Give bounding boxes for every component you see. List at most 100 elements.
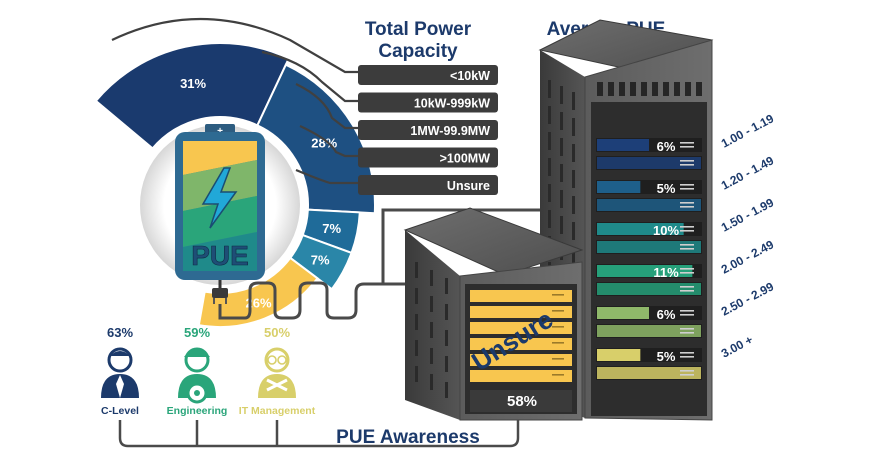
vent-slot [548, 80, 551, 98]
donut-slice-label: 7% [311, 252, 330, 267]
executive-icon [101, 347, 139, 398]
pue-bar [597, 367, 701, 379]
vent-slot [445, 304, 448, 320]
vent-slot [445, 356, 448, 372]
vent-slot [572, 196, 575, 214]
vent-slot [572, 118, 575, 136]
vent-slot [445, 278, 448, 294]
pue-slot-handle [680, 268, 694, 270]
pue-slot-handle [680, 188, 694, 190]
vent-slot [674, 82, 680, 96]
pue-slot-handle [680, 290, 694, 292]
vent-slot [560, 164, 563, 182]
pue-range-labels: 1.00 - 1.191.20 - 1.491.50 - 1.992.00 - … [719, 111, 777, 360]
capacity-tag-label: 1MW-99.9MW [410, 124, 490, 138]
vent-slot [430, 270, 433, 286]
pue-range-label: 1.20 - 1.49 [719, 153, 777, 192]
pue-slot-handle [680, 206, 694, 208]
unsure-slot [470, 354, 572, 366]
awareness-role: 59% Engineering [167, 325, 228, 417]
pue-slot-handle [680, 314, 694, 316]
capacity-tag-label: <10kW [450, 69, 490, 83]
pue-slot-handle [680, 142, 694, 144]
unsure-slots [470, 290, 572, 412]
vent-slot [445, 330, 448, 346]
capacity-tag-label: >100MW [440, 152, 491, 166]
vent-slot [415, 340, 418, 356]
awareness-role: 50%IT Management [239, 325, 316, 417]
pue-slot-handle [680, 230, 694, 232]
donut-slice-label: 31% [180, 76, 206, 91]
battery-icon: + PUE [175, 124, 265, 280]
pue-range-label: 2.00 - 2.49 [719, 237, 777, 276]
vent-slot [430, 296, 433, 312]
pue-slot-handle [680, 202, 694, 204]
awareness-connector [118, 420, 520, 448]
unsure-slot [470, 322, 572, 334]
vent-slot [430, 348, 433, 364]
pue-bar [597, 349, 641, 361]
pue-bar [597, 139, 649, 151]
unsure-value: 58% [507, 393, 537, 410]
unsure-slot [470, 370, 572, 382]
pue-slot-handle [680, 184, 694, 186]
pue-range-label: 2.50 - 2.99 [719, 279, 777, 318]
engineer-icon [178, 347, 216, 404]
pue-range-label: 3.00 + [719, 332, 755, 360]
pue-bar [597, 241, 701, 253]
vent-slot [685, 82, 691, 96]
awareness-value: 59% [184, 325, 210, 340]
pue-slot-handle [680, 310, 694, 312]
vent-slot [560, 112, 563, 130]
pue-slot-handle [680, 160, 694, 162]
vent-slot [430, 322, 433, 338]
vent-slot [608, 82, 614, 96]
power-capacity-donut-labels: 31%28%7%7%26% [180, 76, 341, 311]
pue-bar [597, 307, 649, 319]
pue-slot-handle [680, 352, 694, 354]
pue-bar [597, 283, 701, 295]
pue-awareness-title: PUE Awareness [336, 427, 480, 448]
unsure-slot [470, 306, 572, 318]
pue-slot-handle [680, 374, 694, 376]
svg-text:+: + [217, 126, 223, 137]
vent-slot [641, 82, 647, 96]
unsure-slot-handle [552, 326, 564, 328]
power-capacity-donut [94, 42, 376, 328]
pue-range-label: 1.50 - 1.99 [719, 195, 777, 234]
capacity-tag [358, 92, 498, 113]
average-pue-bars: 6%5%10%11%6%5% [596, 138, 702, 380]
vent-slot [548, 184, 551, 202]
pue-slot-handle [680, 146, 694, 148]
vent-slot [560, 190, 563, 208]
unsure-value-plate [470, 390, 572, 412]
vent-slot [445, 382, 448, 398]
vent-slot [415, 288, 418, 304]
battery-label: PUE [191, 240, 249, 271]
vent-slot [696, 82, 702, 96]
capacity-tag [358, 147, 498, 168]
vent-slot [597, 82, 603, 96]
awareness-value: 50% [264, 325, 290, 340]
unsure-slot-handle [552, 342, 564, 344]
donut-slice [94, 42, 291, 150]
pue-slot-handle [680, 356, 694, 358]
vent-slot [619, 82, 625, 96]
pue-bar [597, 181, 641, 193]
awareness-role-label: C-Level [101, 405, 139, 417]
awareness-role-label: Engineering [167, 405, 228, 417]
vent-slot [560, 86, 563, 104]
vent-slot [548, 132, 551, 150]
pue-value-label: 6% [657, 139, 676, 154]
vent-slot [572, 144, 575, 162]
capacity-tag-label: Unsure [447, 179, 490, 193]
it-manager-icon [258, 347, 296, 398]
vent-slot [415, 262, 418, 278]
pue-bar [597, 223, 684, 235]
donut-connector-lines [111, 17, 360, 185]
pue-slot-handle [680, 272, 694, 274]
capacity-tag [358, 120, 498, 140]
